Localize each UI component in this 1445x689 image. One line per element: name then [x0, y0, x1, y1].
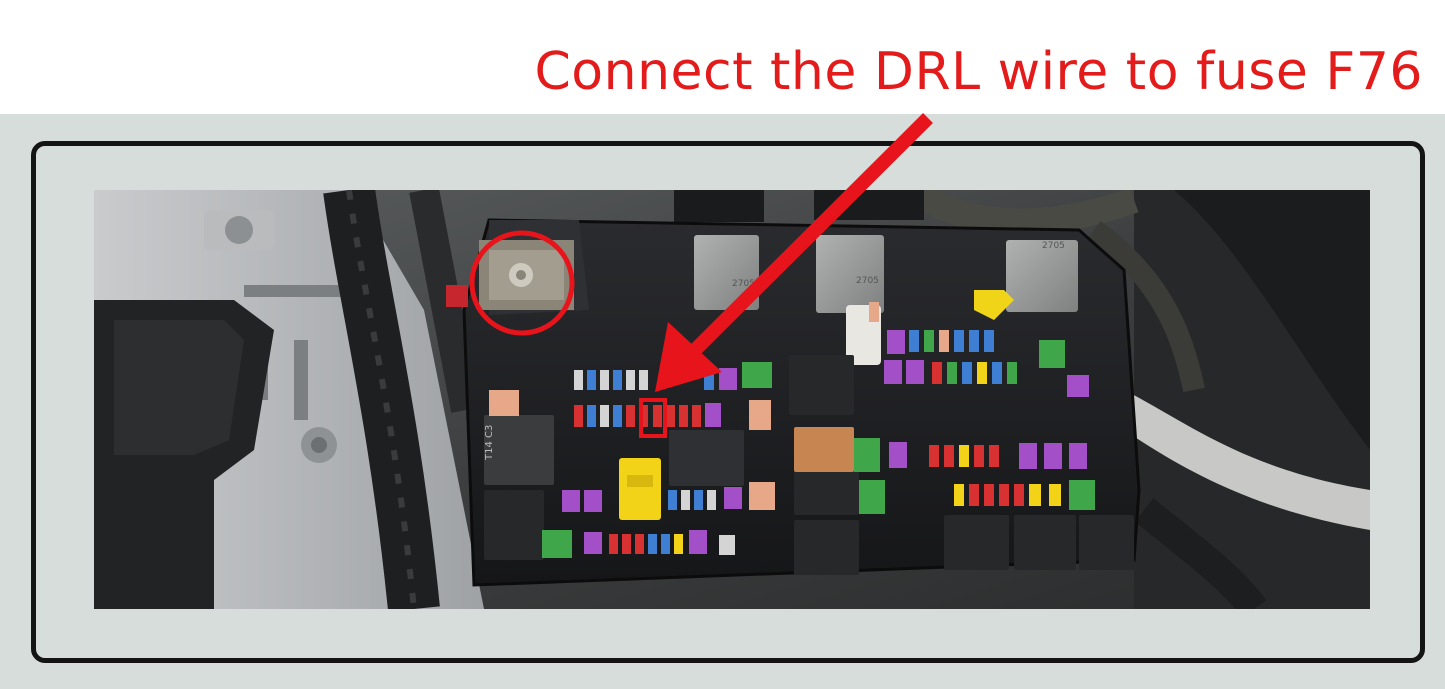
- relay-label: T14 C3: [484, 425, 495, 461]
- relay-label: 2705: [1042, 241, 1065, 251]
- relay-label: 2705: [856, 276, 879, 286]
- relay-label: 2705: [732, 279, 755, 289]
- caption-text: Connect the DRL wire to fuse F76: [534, 42, 1423, 102]
- fuse-box-photo: 2705 2705 2705 T14 C3: [94, 190, 1370, 609]
